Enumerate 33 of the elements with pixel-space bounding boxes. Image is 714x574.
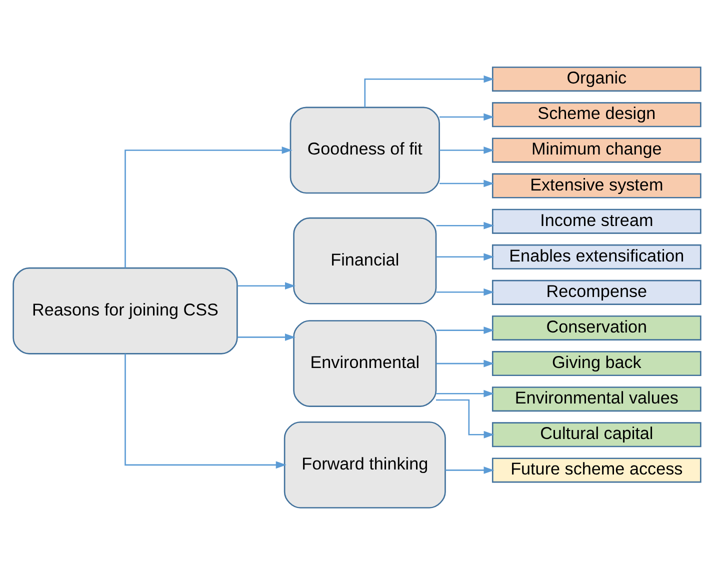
arrow xyxy=(440,179,494,187)
node-box: Environmental xyxy=(293,320,437,406)
node-box: Financial xyxy=(293,216,437,304)
arrow xyxy=(445,466,494,474)
arrow xyxy=(364,74,494,107)
arrow xyxy=(237,333,296,340)
arrow xyxy=(436,359,494,367)
arrow xyxy=(124,146,292,268)
arrow xyxy=(436,288,494,296)
arrow xyxy=(237,282,296,290)
node-box: Giving back xyxy=(492,350,702,376)
node-box: Goodness of fit xyxy=(290,106,440,194)
node-box: Environmental values xyxy=(492,386,702,412)
node-box: Enables extensification xyxy=(492,244,702,269)
node-box: Organic xyxy=(492,66,702,92)
node-box: Cultural capital xyxy=(492,422,702,447)
node-box: Scheme design xyxy=(492,102,702,127)
node-box: Conservation xyxy=(492,314,702,340)
node-box: Recompense xyxy=(492,279,702,304)
node-box: Forward thinking xyxy=(284,420,446,508)
node-box: Income stream xyxy=(492,208,702,234)
arrow xyxy=(436,389,494,397)
arrow xyxy=(440,112,494,120)
node-box: Extensive system xyxy=(492,172,702,198)
arrow xyxy=(124,353,286,468)
arrow xyxy=(436,398,494,438)
arrow xyxy=(436,252,494,260)
node-box: Future scheme access xyxy=(492,457,702,482)
arrow xyxy=(436,221,494,229)
arrow xyxy=(436,326,494,334)
node-box: Minimum change xyxy=(492,137,702,162)
node-box: Reasons for joining CSS xyxy=(12,266,238,354)
arrow xyxy=(440,146,494,154)
